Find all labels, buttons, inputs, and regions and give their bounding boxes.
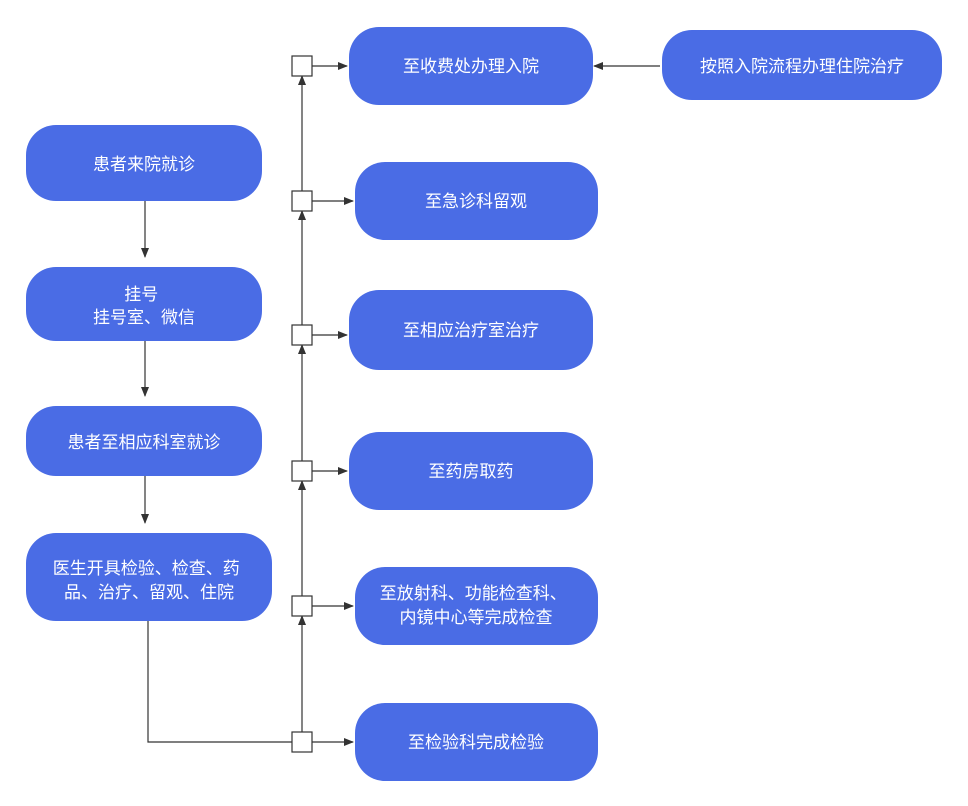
svg-text:患者来院就诊: 患者来院就诊 xyxy=(93,155,195,175)
svg-text:至药房取药: 至药房取药 xyxy=(429,462,514,482)
svg-text:至放射科、功能检查科、 内镜中心等完成检查: 至放射科、功能检查科、 内镜中心等完成检查 xyxy=(380,584,572,628)
svg-text:患者至相应科室就诊: 患者至相应科室就诊 xyxy=(68,433,221,453)
node-registration: 挂号 挂号室、微信 xyxy=(26,267,262,341)
node-lab-test: 至检验科完成检验 xyxy=(355,703,598,781)
junction-pharmacy xyxy=(291,460,313,482)
node-pharmacy-line-1: 至药房取药 xyxy=(429,462,514,482)
node-inpatient-process: 按照入院流程办理住院治疗 xyxy=(662,30,942,100)
junction-radiology xyxy=(291,595,313,617)
node-inpatient-process-line-1: 按照入院流程办理住院治疗 xyxy=(700,57,904,77)
connector-group xyxy=(141,62,660,746)
node-pharmacy: 至药房取药 xyxy=(349,432,593,510)
junction-lab xyxy=(291,731,313,753)
junction-treatment xyxy=(291,324,313,346)
node-doctor-orders-line-1: 医生开具检验、检查、药 xyxy=(53,559,240,579)
svg-text:按照入院流程办理住院治疗: 按照入院流程办理住院治疗 xyxy=(700,57,904,77)
node-treatment-room: 至相应治疗室治疗 xyxy=(349,290,593,370)
junction-emergency xyxy=(291,190,313,212)
node-doctor-orders-line-2: 品、治疗、留观、住院 xyxy=(64,583,234,603)
svg-text:至检验科完成检验: 至检验科完成检验 xyxy=(408,733,544,753)
svg-text:至相应治疗室治疗: 至相应治疗室治疗 xyxy=(403,321,539,341)
node-department-visit: 患者至相应科室就诊 xyxy=(26,406,262,476)
node-emergency-observation: 至急诊科留观 xyxy=(355,162,598,240)
node-radiology-exam-line-1: 至放射科、功能检查科、 xyxy=(380,584,567,604)
node-radiology-exam-line-2: 内镜中心等完成检查 xyxy=(400,608,553,628)
svg-text:至急诊科留观: 至急诊科留观 xyxy=(425,192,527,212)
node-patient-arrives-line-1: 患者来院就诊 xyxy=(93,155,195,175)
node-department-visit-line-1: 患者至相应科室就诊 xyxy=(68,433,221,453)
node-registration-line-1: 挂号 xyxy=(124,285,158,305)
junction-group xyxy=(291,55,313,753)
connector-orders-to-bus xyxy=(147,621,292,743)
node-doctor-orders: 医生开具检验、检查、药 品、治疗、留观、住院 xyxy=(26,533,272,621)
junction-admission xyxy=(291,55,313,77)
node-registration-line-2: 挂号室、微信 xyxy=(93,308,195,328)
svg-text:挂号 挂号室、微信: 挂号 挂号室、微信 xyxy=(93,285,195,328)
node-emergency-observation-line-1: 至急诊科留观 xyxy=(425,192,527,212)
node-lab-test-line-1: 至检验科完成检验 xyxy=(408,733,544,753)
node-patient-arrives: 患者来院就诊 xyxy=(26,125,262,201)
node-admission-billing-line-1: 至收费处办理入院 xyxy=(403,57,539,77)
node-radiology-exam: 至放射科、功能检查科、 内镜中心等完成检查 xyxy=(355,567,598,645)
node-treatment-room-line-1: 至相应治疗室治疗 xyxy=(403,321,539,341)
node-admission-billing: 至收费处办理入院 xyxy=(349,27,593,105)
svg-text:至收费处办理入院: 至收费处办理入院 xyxy=(403,57,539,77)
svg-text:医生开具检验、检查、药 品、治疗、留观、住院: 医生开具检验、检查、药 品、治疗、留观、住院 xyxy=(53,559,245,603)
node-group: 患者来院就诊 挂号 挂号室、微信 患者至相应科室就诊 医生开具检验、检查、药 品… xyxy=(26,27,942,781)
